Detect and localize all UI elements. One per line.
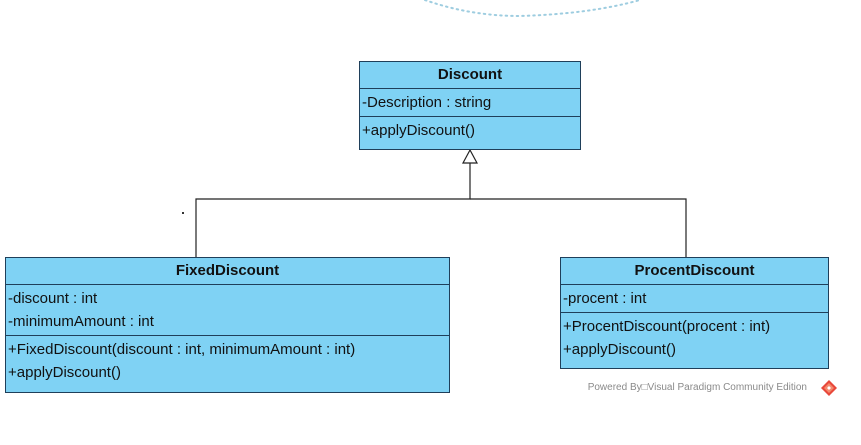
class-procent-discount[interactable]: ProcentDiscount -procent : int +ProcentD… (560, 257, 829, 369)
operations-compartment: +ProcentDiscount(procent : int) +applyDi… (561, 313, 828, 363)
visual-paradigm-logo-icon (821, 380, 837, 396)
operations-compartment: +applyDiscount() (360, 117, 580, 144)
class-discount[interactable]: Discount -Description : string +applyDis… (359, 61, 581, 150)
class-name: Discount (360, 62, 580, 89)
attribute: -discount : int (8, 290, 98, 307)
operations-compartment: +FixedDiscount(discount : int, minimumAm… (6, 336, 449, 386)
operation: +applyDiscount() (8, 364, 121, 381)
generalization-arrowhead (461, 148, 479, 164)
attributes-compartment: -Description : string (360, 89, 580, 117)
operation: +applyDiscount() (563, 341, 676, 358)
operation: +ProcentDiscount(procent : int) (563, 318, 771, 335)
attribute: -minimumAmount : int (8, 313, 154, 330)
class-name: FixedDiscount (6, 258, 449, 285)
attribute: -procent : int (563, 290, 647, 307)
attribute: -Description : string (362, 94, 492, 111)
stray-dot (182, 212, 184, 214)
powered-by-label: Powered By□Visual Paradigm Community Edi… (587, 382, 807, 393)
operation: +applyDiscount() (362, 122, 475, 139)
attributes-compartment: -procent : int (561, 285, 828, 313)
decorative-dotted-arc (424, 0, 641, 18)
generalization-connector-procent[interactable] (470, 198, 687, 257)
generalization-connector-fixed[interactable] (195, 163, 471, 257)
attributes-compartment: -discount : int -minimumAmount : int (6, 285, 449, 336)
class-fixed-discount[interactable]: FixedDiscount -discount : int -minimumAm… (5, 257, 450, 393)
class-name: ProcentDiscount (561, 258, 828, 285)
operation: +FixedDiscount(discount : int, minimumAm… (8, 341, 356, 358)
